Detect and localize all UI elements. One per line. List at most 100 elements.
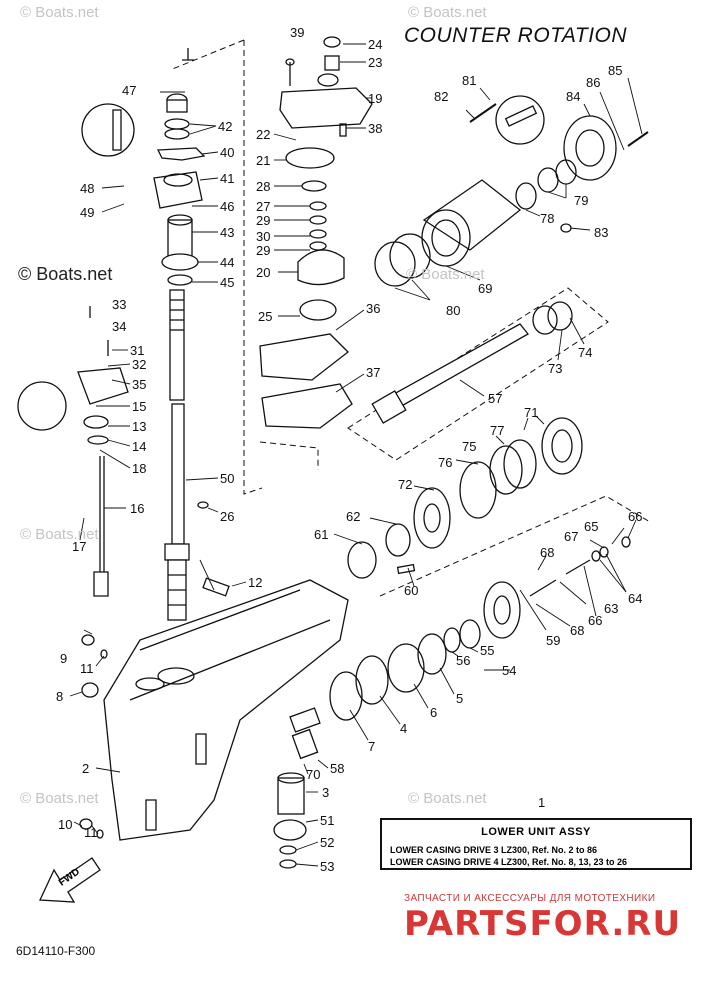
callout-84[interactable]: 84 [566, 89, 581, 104]
callout-46[interactable]: 46 [220, 199, 235, 214]
callout-64[interactable]: 64 [628, 591, 643, 606]
callout-9[interactable]: 9 [60, 651, 68, 666]
callout-40[interactable]: 40 [220, 145, 235, 160]
watermark-bottom-right: © Boats.net [408, 790, 487, 807]
callout-32[interactable]: 32 [132, 357, 147, 372]
diagram-code: 6D14110-F300 [16, 944, 96, 958]
callout-74[interactable]: 74 [578, 345, 593, 360]
callout-55[interactable]: 55 [480, 643, 495, 658]
callout-15[interactable]: 15 [132, 399, 147, 414]
callout-57[interactable]: 57 [488, 391, 503, 406]
callout-60[interactable]: 60 [404, 583, 419, 598]
callout-38[interactable]: 38 [368, 121, 383, 136]
callout-11-lower[interactable]: 11 [84, 825, 98, 840]
shop-logo[interactable]: PARTSFOR.RU [404, 904, 682, 944]
callout-24[interactable]: 24 [368, 37, 383, 52]
callout-44[interactable]: 44 [220, 255, 235, 270]
callout-50[interactable]: 50 [220, 471, 235, 486]
callout-29-upper[interactable]: 29 [256, 213, 271, 228]
callout-86[interactable]: 86 [586, 75, 601, 90]
callout-71[interactable]: 71 [524, 405, 539, 420]
callout-45[interactable]: 45 [220, 275, 235, 290]
detail-circle-right [495, 95, 545, 145]
callout-25[interactable]: 25 [258, 309, 273, 324]
reverse-gear [483, 581, 521, 639]
callout-1[interactable]: 1 [538, 795, 546, 810]
callout-26[interactable]: 26 [220, 509, 235, 524]
callout-68-upper[interactable]: 68 [540, 545, 555, 560]
callout-34[interactable]: 34 [112, 319, 127, 334]
callout-66-lower[interactable]: 66 [588, 613, 603, 628]
callout-63[interactable]: 63 [604, 601, 619, 616]
callout-4[interactable]: 4 [400, 721, 408, 736]
callout-78[interactable]: 78 [540, 211, 555, 226]
callout-10[interactable]: 10 [58, 817, 73, 832]
callout-7[interactable]: 7 [368, 739, 376, 754]
callout-56[interactable]: 56 [456, 653, 471, 668]
callout-61[interactable]: 61 [314, 527, 329, 542]
callout-59[interactable]: 59 [546, 633, 561, 648]
callout-30[interactable]: 30 [256, 229, 271, 244]
callout-21[interactable]: 21 [256, 153, 271, 168]
callout-14[interactable]: 14 [132, 439, 147, 454]
callout-18[interactable]: 18 [132, 461, 147, 476]
callout-70[interactable]: 70 [306, 767, 321, 782]
callout-65[interactable]: 65 [584, 519, 599, 534]
callout-13[interactable]: 13 [132, 419, 147, 434]
callout-85[interactable]: 85 [608, 63, 623, 78]
callout-11-upper[interactable]: 11 [80, 661, 94, 676]
callout-81[interactable]: 81 [462, 73, 477, 88]
callout-58[interactable]: 58 [330, 761, 345, 776]
callout-43[interactable]: 43 [220, 225, 235, 240]
detail-circle-upper [81, 103, 135, 157]
callout-39[interactable]: 39 [290, 25, 305, 40]
callout-80[interactable]: 80 [446, 303, 461, 318]
callout-37[interactable]: 37 [366, 365, 381, 380]
callout-48[interactable]: 48 [80, 181, 95, 196]
callout-42[interactable]: 42 [218, 119, 233, 134]
legend-line-1: LOWER CASING DRIVE 3 LZ300, Ref. No. 2 t… [390, 845, 598, 855]
callout-53[interactable]: 53 [320, 859, 335, 874]
callout-49[interactable]: 49 [80, 205, 95, 220]
callout-19[interactable]: 19 [368, 91, 383, 106]
callout-82[interactable]: 82 [434, 89, 449, 104]
callout-31[interactable]: 31 [130, 343, 145, 358]
callout-79[interactable]: 79 [574, 193, 589, 208]
callout-22[interactable]: 22 [256, 127, 271, 142]
callout-68-lower[interactable]: 68 [570, 623, 585, 638]
callout-6[interactable]: 6 [430, 705, 438, 720]
callout-28[interactable]: 28 [256, 179, 271, 194]
callout-52[interactable]: 52 [320, 835, 335, 850]
callout-27[interactable]: 27 [256, 199, 271, 214]
callout-35[interactable]: 35 [132, 377, 147, 392]
callout-69[interactable]: 69 [478, 281, 493, 296]
callout-62[interactable]: 62 [346, 509, 361, 524]
callout-5[interactable]: 5 [456, 691, 464, 706]
callout-8[interactable]: 8 [56, 689, 64, 704]
callout-41[interactable]: 41 [220, 171, 235, 186]
callout-16[interactable]: 16 [130, 501, 145, 516]
callout-67[interactable]: 67 [564, 529, 579, 544]
callout-20[interactable]: 20 [256, 265, 271, 280]
callout-3[interactable]: 3 [322, 785, 330, 800]
callout-83[interactable]: 83 [594, 225, 609, 240]
callout-76[interactable]: 76 [438, 455, 453, 470]
callout-36[interactable]: 36 [366, 301, 381, 316]
callout-72[interactable]: 72 [398, 477, 413, 492]
callout-47[interactable]: 47 [122, 83, 137, 98]
callout-73[interactable]: 73 [548, 361, 563, 376]
callout-77[interactable]: 77 [490, 423, 505, 438]
callout-29-lower[interactable]: 29 [256, 243, 271, 258]
callout-2[interactable]: 2 [82, 761, 90, 776]
watermark-mid-right: © Boats.net [406, 266, 485, 283]
callout-66-upper[interactable]: 66 [628, 509, 643, 524]
callout-33[interactable]: 33 [112, 297, 127, 312]
callout-51[interactable]: 51 [320, 813, 335, 828]
callout-17[interactable]: 17 [72, 539, 87, 554]
callout-75[interactable]: 75 [462, 439, 477, 454]
callout-23[interactable]: 23 [368, 55, 383, 70]
callout-12[interactable]: 12 [248, 575, 263, 590]
callout-54[interactable]: 54 [502, 663, 517, 678]
drive-shaft [164, 289, 190, 621]
